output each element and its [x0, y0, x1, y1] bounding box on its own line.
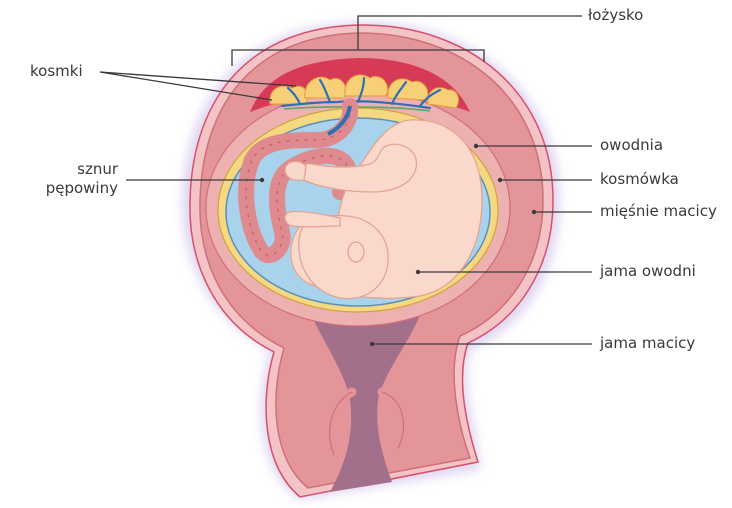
- label-sznur-line1: sznur: [12, 160, 118, 179]
- label-jama-owodni: jama owodni: [600, 262, 696, 281]
- label-owodnia: owodnia: [600, 136, 663, 155]
- label-jama-macicy: jama macicy: [600, 334, 695, 353]
- fetus-ear: [348, 242, 364, 262]
- label-lozysko: łożysko: [588, 6, 643, 25]
- label-sznur-line2: pępowiny: [12, 179, 118, 198]
- label-miesnie-macicy: mięśnie macicy: [600, 202, 717, 221]
- fetus-foot: [285, 162, 306, 181]
- label-kosmowka: kosmówka: [600, 170, 679, 189]
- label-kosmki: kosmki: [30, 62, 83, 81]
- label-sznur-pepowiny: sznur pępowiny: [12, 160, 118, 198]
